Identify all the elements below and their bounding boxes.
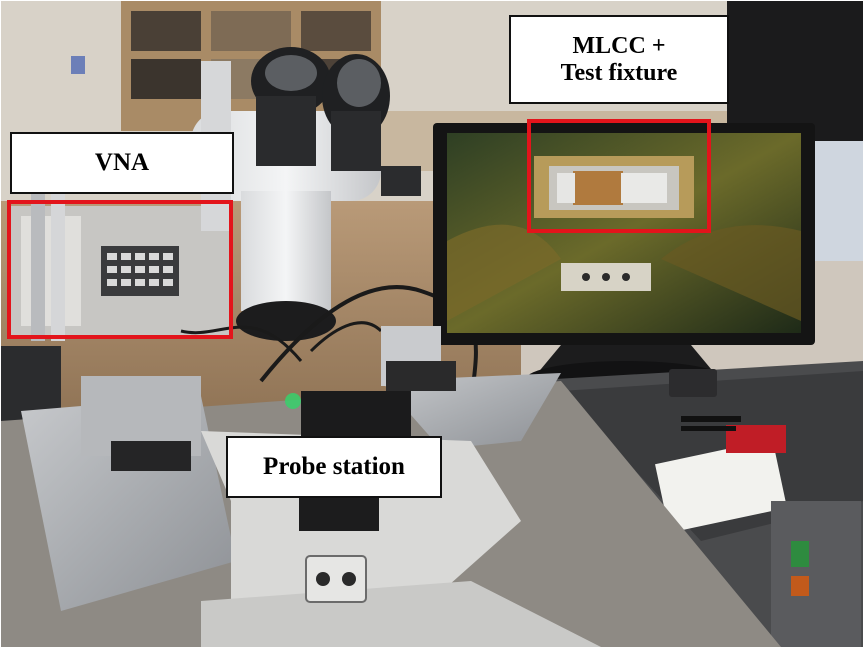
back-monitor <box>727 1 863 141</box>
hex-keys <box>681 416 741 422</box>
wall-sign <box>71 56 85 74</box>
mlcc-label-line2: Test fixture <box>560 59 678 86</box>
small-device <box>669 369 717 397</box>
mlcc-chip <box>573 171 623 205</box>
vna-label: VNA <box>10 132 234 194</box>
probe-station-label: Probe station <box>226 436 442 498</box>
mlcc-fixture-label: MLCC + Test fixture <box>509 15 729 104</box>
instruction-sheet <box>655 439 787 533</box>
vna-label-text: VNA <box>94 149 150 176</box>
fixture-highlight-box <box>527 119 711 233</box>
mlcc-label-line1: MLCC + <box>572 32 666 59</box>
vna-highlight-box <box>7 200 233 339</box>
probe-station-label-text: Probe station <box>263 453 405 480</box>
